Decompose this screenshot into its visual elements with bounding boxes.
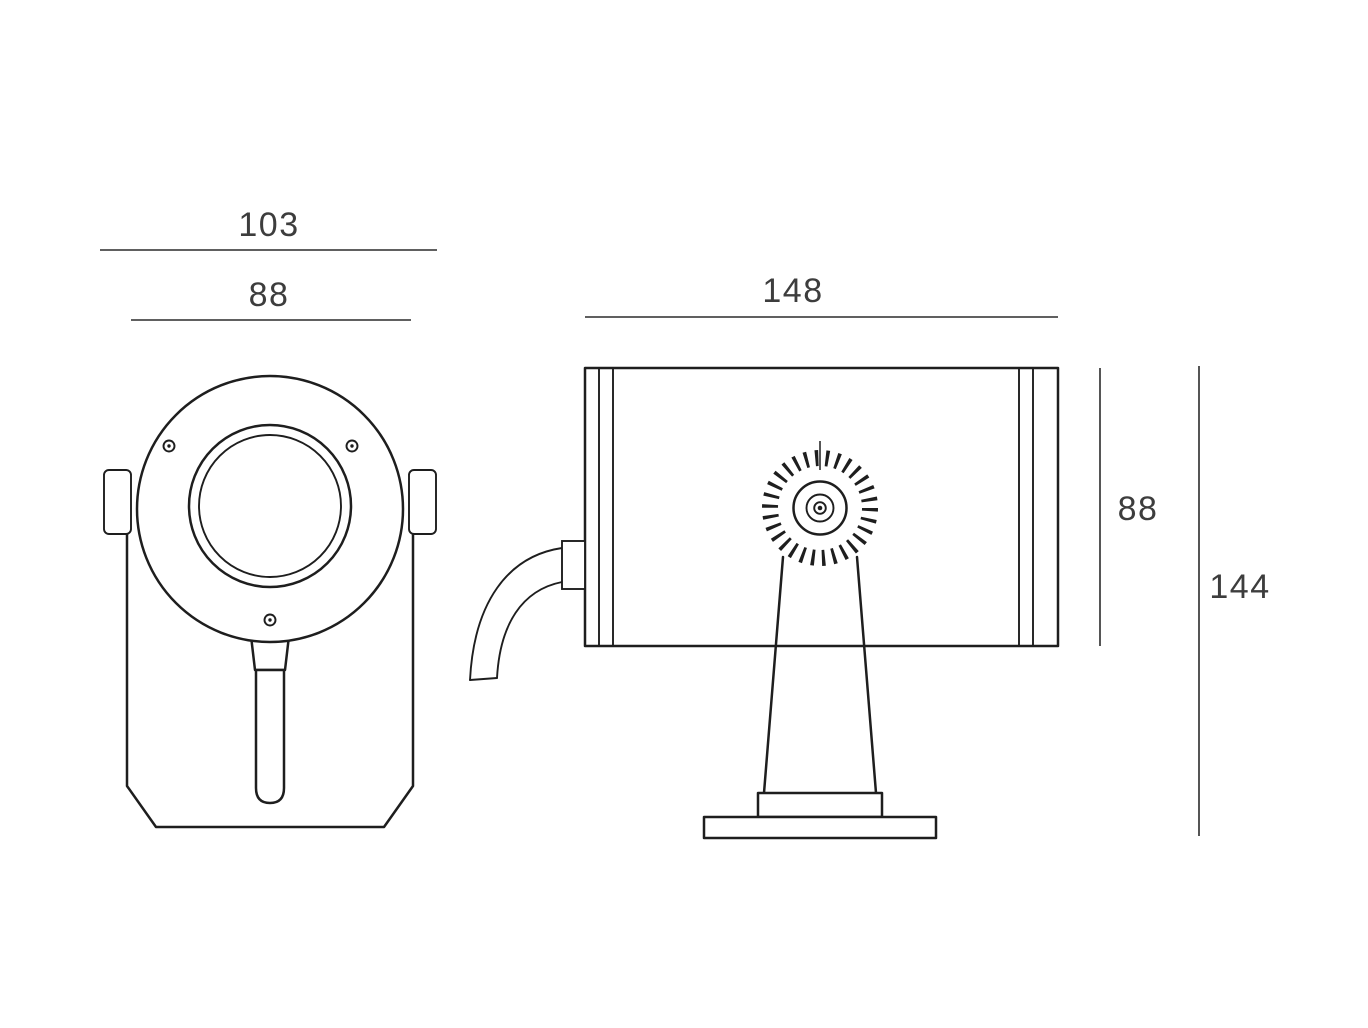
mounting-bracket-outline [125,503,415,829]
dimension-side-overall-length: 148 [585,272,1058,318]
left-hinge-knob [103,469,132,535]
stand-left-edge [762,555,785,795]
lens-bezel-circle [187,423,353,589]
front-screw-top-right [345,439,359,453]
dimension-side-overall-height: 144 [1198,366,1270,836]
lens-circle [198,434,342,578]
dimension-front-body-width: 88 [131,276,411,321]
screw-dot [167,444,171,448]
dimension-label-overall-length: 148 [762,272,823,310]
stem-handle [254,668,286,805]
dimension-label-body-height: 88 [1118,490,1159,528]
front-view: 103 88 [100,206,437,829]
stand-right-edge [855,555,878,795]
side-view: 148 88 144 [469,272,1270,840]
dimension-side-body-height: 88 [1099,368,1159,646]
screw-dot [268,618,272,622]
right-hinge-knob [408,469,437,535]
front-screw-bottom [263,613,277,627]
dimension-label-overall-width: 103 [238,206,299,244]
base-plate [702,815,938,840]
stand [702,555,938,840]
screw-ring [345,439,359,453]
dimension-front-overall-width: 103 [100,206,437,251]
knob-center-dot [817,505,823,511]
dimension-label-body-width: 88 [249,276,290,314]
power-cable [469,540,586,681]
cable-gland [561,540,586,590]
knob-hub-ring [813,501,827,515]
adjustment-knob [762,441,878,566]
lamp-body-circle [135,374,405,644]
cable-inner-edge [496,581,563,679]
screw-dot [350,444,354,448]
knob-sunburst-ticks [762,450,878,566]
cable-outer-edge [469,547,563,681]
screw-ring [263,613,277,627]
stand-collar [756,791,884,819]
screw-ring [162,439,176,453]
cable-end-cut [469,677,498,681]
dimension-label-overall-height: 144 [1209,568,1270,606]
knob-inner-ring [805,493,835,523]
front-screw-top-left [162,439,176,453]
